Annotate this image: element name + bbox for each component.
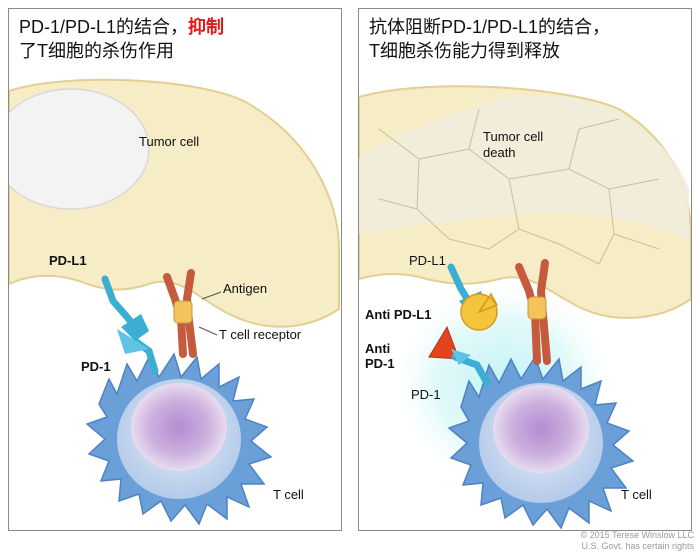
tumor-nucleus xyxy=(9,88,150,210)
label-t-cell: T cell xyxy=(273,487,304,502)
antigen xyxy=(527,296,547,320)
copyright-notice: © 2015 Terese Winslow LLC U.S. Govt. has… xyxy=(580,530,694,552)
panel-antibody-blockade: 抗体阻断PD-1/PD-L1的结合， T细胞杀伤能力得到释放 Tumor cel… xyxy=(358,8,692,531)
label-t-cell: T cell xyxy=(621,487,652,502)
pd-1-protein xyxy=(451,349,491,387)
pd-1-protein xyxy=(117,329,159,375)
panel-pd1-binding: PD-1/PD-L1的结合，抑制 了T细胞的杀伤作用 Tumor cell PD… xyxy=(8,8,342,531)
left-title-red: 抑制 xyxy=(188,17,225,37)
antigen xyxy=(173,300,193,324)
t-cell xyxy=(447,355,635,530)
label-death: death xyxy=(483,145,516,160)
label-anti-pd-l1: Anti PD-L1 xyxy=(365,307,432,322)
pd-l1-protein xyxy=(101,275,149,341)
anti-pd-1-antibody xyxy=(428,325,460,360)
t-cell-nucleus xyxy=(131,383,227,471)
label-anti-pd-1-line1: Anti xyxy=(365,341,391,356)
label-pd-1: PD-1 xyxy=(81,359,111,374)
antibody-blockade-illustration xyxy=(359,85,691,530)
label-tumor-cell: Tumor cell xyxy=(139,134,200,149)
label-pd-l1: PD-L1 xyxy=(49,253,87,268)
t-cell-receptor xyxy=(163,269,197,358)
label-antigen: Antigen xyxy=(223,281,268,296)
left-title-line2: 了T细胞的杀伤作用 xyxy=(19,41,174,61)
label-tumor-cell: Tumor cell xyxy=(483,129,544,144)
t-cell-receptor xyxy=(515,259,551,365)
pd1-binding-illustration xyxy=(9,78,340,526)
left-panel-title: PD-1/PD-L1的结合，抑制 了T细胞的杀伤作用 xyxy=(19,15,333,63)
t-cell-nucleus xyxy=(493,385,589,473)
right-title-line1: 抗体阻断PD-1/PD-L1的结合， xyxy=(369,17,611,37)
copyright-line1: © 2015 Terese Winslow LLC xyxy=(580,530,694,540)
left-title-black: PD-1/PD-L1的结合， xyxy=(19,17,189,37)
anti-pd-l1-antibody xyxy=(460,292,499,331)
right-panel-title: 抗体阻断PD-1/PD-L1的结合， T细胞杀伤能力得到释放 xyxy=(369,15,683,63)
right-title-line2: T细胞杀伤能力得到释放 xyxy=(369,41,560,61)
tumor-cell-fragments xyxy=(359,94,689,239)
label-t-cell-receptor: T cell receptor xyxy=(219,327,302,342)
tumor-cell-cracks xyxy=(378,108,660,265)
copyright-line2: U.S. Govt. has certain rights xyxy=(581,541,694,551)
label-pd-1: PD-1 xyxy=(411,387,441,402)
t-cell xyxy=(85,352,273,526)
label-anti-pd-1-line2: PD-1 xyxy=(365,356,395,371)
label-pd-l1: PD-L1 xyxy=(409,253,446,268)
